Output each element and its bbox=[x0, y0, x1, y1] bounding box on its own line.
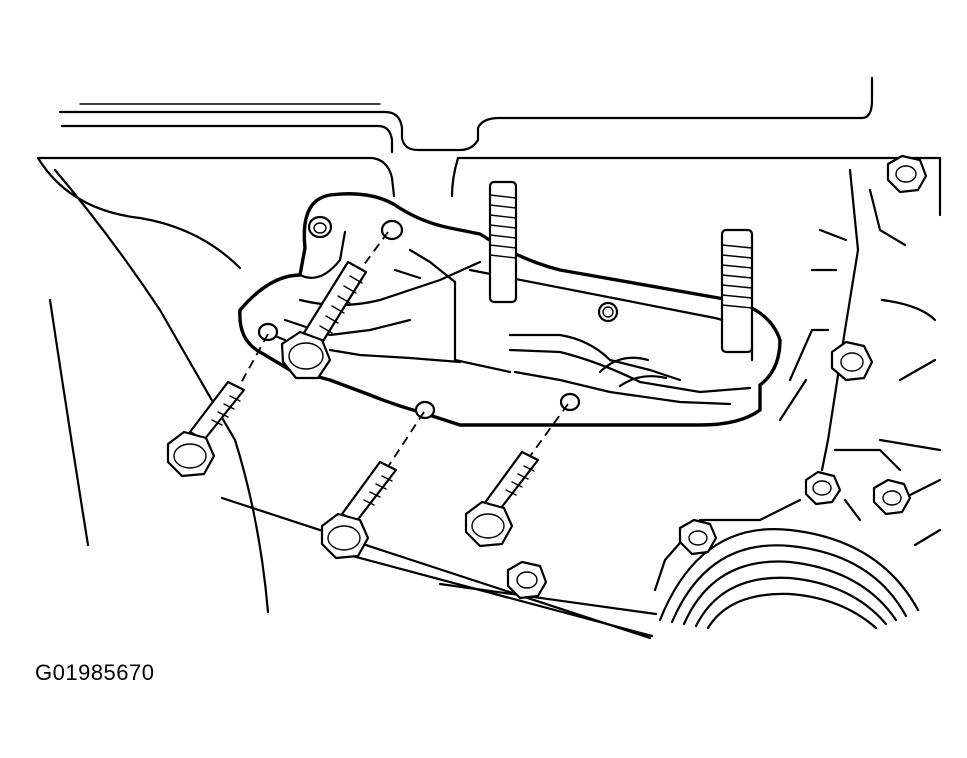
engine-block-outline bbox=[36, 76, 942, 640]
stud-left bbox=[488, 180, 518, 304]
stud-right bbox=[720, 228, 754, 354]
bolt-left bbox=[166, 380, 246, 478]
bolt-lower-middle bbox=[320, 460, 398, 560]
bolt-upper bbox=[280, 260, 368, 380]
bolt-lower-right bbox=[464, 450, 540, 548]
engine-nuts bbox=[506, 154, 928, 600]
figure-reference-code: G01985670 bbox=[35, 660, 155, 685]
